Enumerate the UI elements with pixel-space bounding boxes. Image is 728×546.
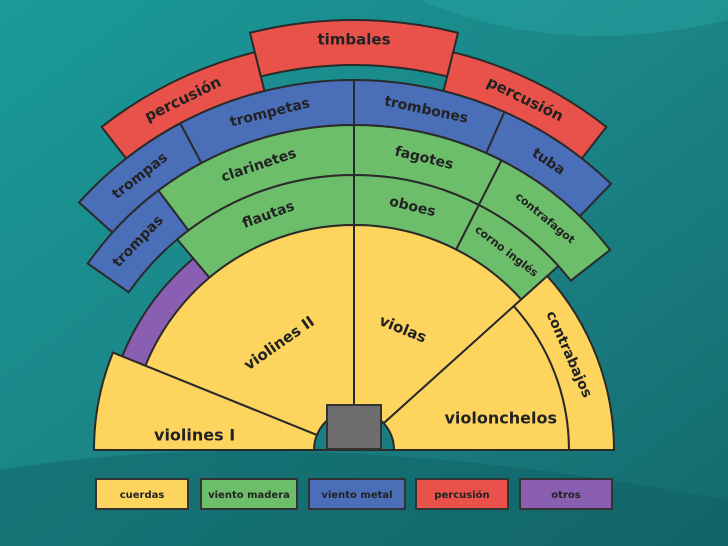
legend-swatch	[519, 478, 613, 510]
legend-item-cuerdas: cuerdas	[95, 478, 189, 510]
legend-item-otros: otros	[519, 478, 613, 510]
legend-swatch	[200, 478, 298, 510]
legend-item-viento-metal: viento metal	[308, 478, 406, 510]
violonchelos-section-label: violonchelos	[444, 408, 557, 427]
trompetas-section: trompetas	[178, 78, 355, 165]
violines-1-section-shape	[92, 351, 319, 451]
legend-swatch	[308, 478, 406, 510]
flautas-section: flautas	[175, 173, 355, 280]
legend-label: otros	[551, 490, 580, 501]
conductor-podium	[326, 404, 382, 450]
legend-label: viento metal	[321, 490, 392, 501]
legend-swatch	[95, 478, 189, 510]
timbales-section: timbales	[248, 19, 460, 78]
timbales-section-label: timbales	[317, 31, 390, 49]
legend: cuerdas viento madera viento metal percu…	[95, 478, 613, 510]
legend-item-viento-madera: viento madera	[200, 478, 298, 510]
fagotes-section: fagotes	[353, 123, 503, 207]
legend-label: cuerdas	[120, 490, 165, 501]
violines-1-section: violines I	[92, 351, 319, 451]
legend-swatch	[415, 478, 509, 510]
sections-layer: percusióntimbalespercusióntrompastrompet…	[77, 19, 616, 451]
legend-label: viento madera	[208, 490, 290, 501]
legend-label: percusión	[434, 489, 489, 501]
violines-1-section-label: violines I	[154, 426, 235, 445]
background-highlight	[420, 0, 728, 36]
legend-item-percusion: percusión	[415, 478, 509, 510]
